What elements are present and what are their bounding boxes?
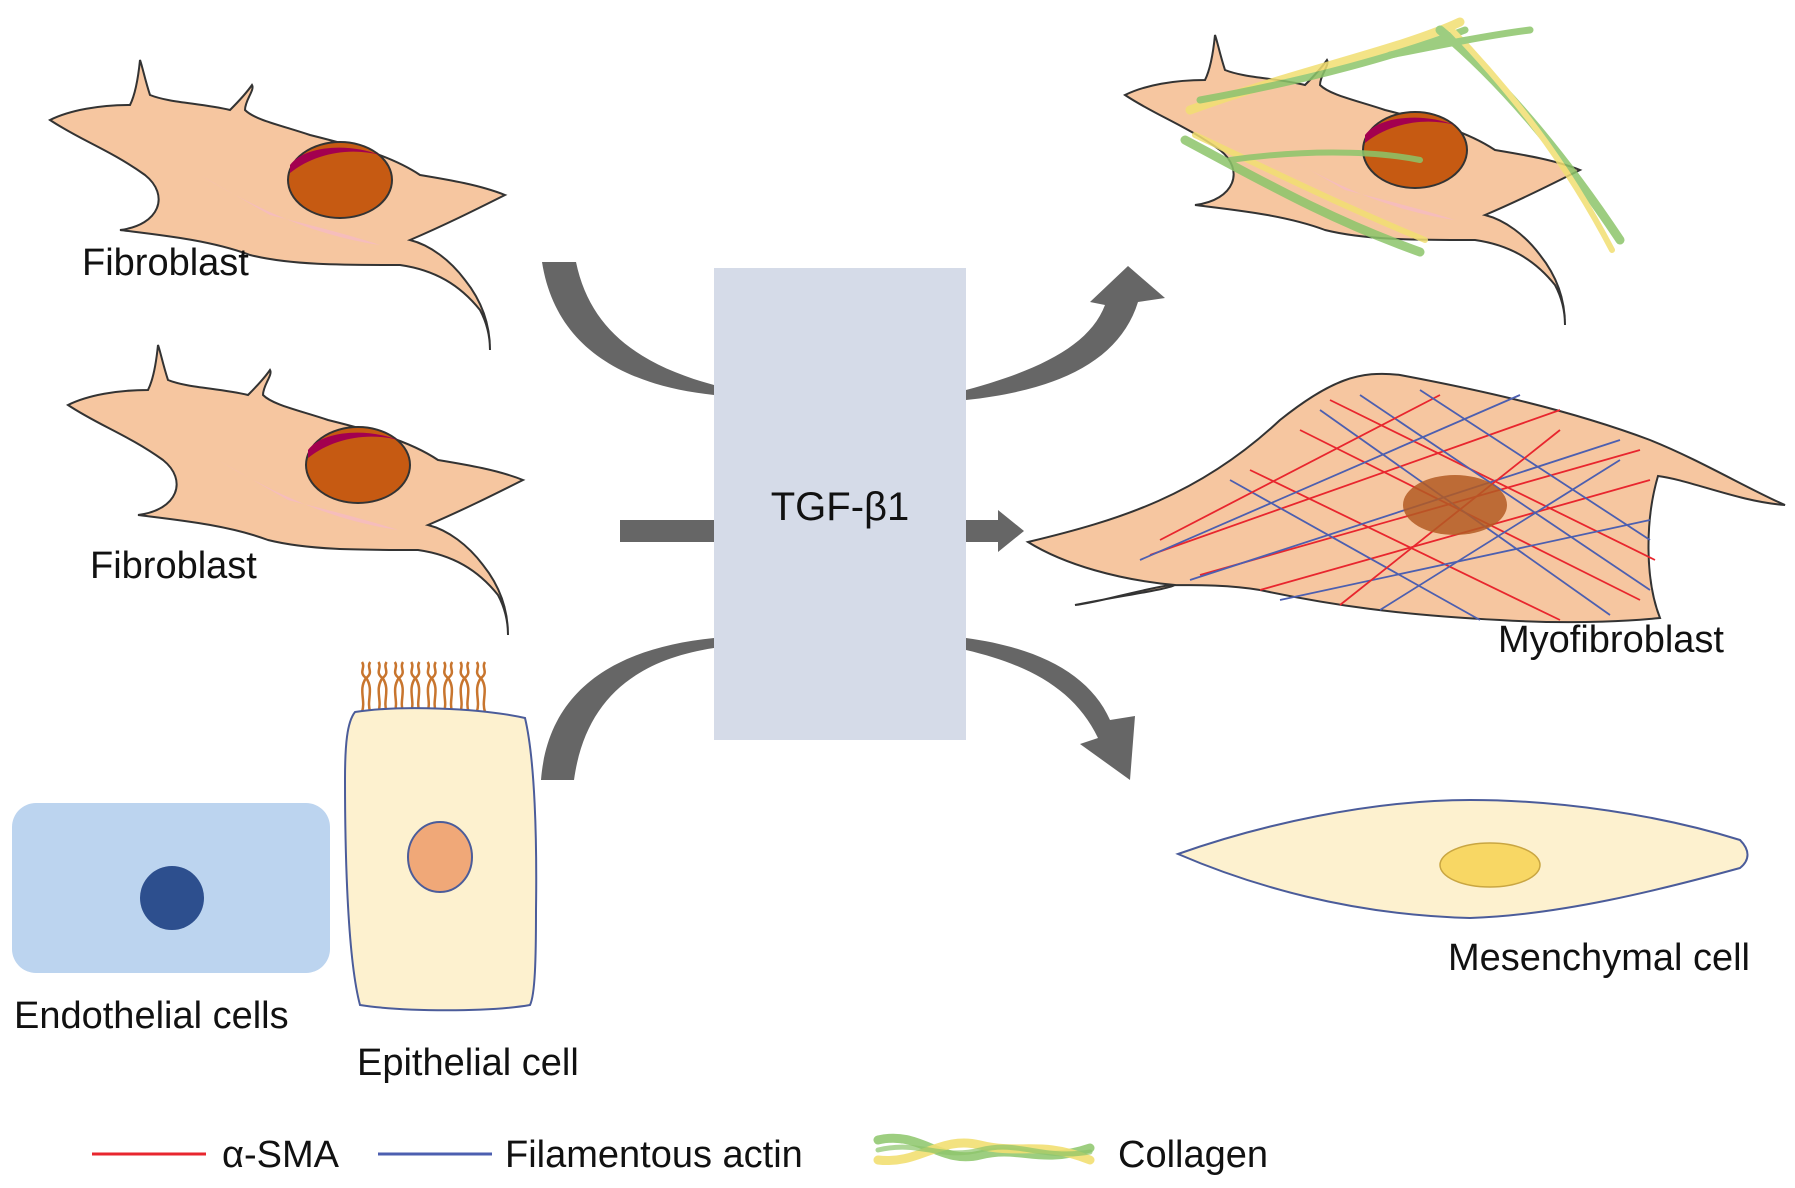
tgf-beta1-box [714, 268, 966, 740]
epithelial-label: Epithelial cell [357, 1042, 579, 1084]
arrow-to-collagen-fibroblast [966, 266, 1165, 400]
cilium [397, 661, 405, 713]
fibroblast-mid [67, 344, 524, 636]
arrow-to-mesenchymal [966, 638, 1135, 780]
collagen-fibers [1180, 17, 1625, 257]
epithelial-nucleus [407, 821, 473, 893]
f-actin-filament [1359, 394, 1651, 591]
f-actin-filament [1139, 394, 1521, 561]
cilium [459, 661, 467, 713]
myofibroblast-nucleus [1403, 475, 1507, 535]
cilium [360, 661, 368, 713]
cilium [364, 661, 372, 713]
myofibroblast-label: Myofibroblast [1498, 619, 1724, 661]
collagen-fibroblast-nucleus [1362, 111, 1468, 189]
cilium [462, 661, 470, 713]
legend-collagen-swatch [873, 1133, 1095, 1166]
cilium [380, 661, 388, 713]
f-actin-filament [1379, 459, 1621, 611]
cilium [377, 661, 385, 713]
cilium [426, 661, 434, 713]
arrow-fibroblast-top-in [542, 262, 714, 395]
cilium [409, 661, 417, 713]
fibroblast-top-label: Fibroblast [82, 242, 249, 284]
arrow-fibroblast-mid-in [620, 520, 714, 542]
cilium [442, 661, 450, 713]
legend-alpha-sma-label: α-SMA [222, 1134, 340, 1176]
legend-f-actin-label: Filamentous actin [505, 1134, 803, 1176]
legend: α-SMA Filamentous actin Collagen [92, 1133, 1268, 1176]
fibroblast-top [49, 59, 506, 351]
cilium [479, 661, 487, 713]
alpha-sma-filament [1159, 394, 1441, 541]
f-actin-filament [1229, 479, 1481, 621]
legend-collagen-label: Collagen [1118, 1134, 1268, 1176]
arrow-epithelial-in [541, 638, 714, 780]
endothelial-nucleus [140, 866, 204, 930]
tgf-beta1-label: TGF-β1 [771, 485, 910, 529]
fibroblast-top-nucleus [287, 141, 393, 219]
cilium [430, 661, 438, 713]
alpha-sma-filament [1249, 469, 1561, 621]
cilium [475, 661, 483, 713]
f-actin-filament [1279, 519, 1651, 601]
mesenchymal-label: Mesenchymal cell [1448, 937, 1750, 979]
fibroblast-mid-label: Fibroblast [90, 545, 257, 587]
cilium [393, 661, 401, 713]
fibroblast-top-nucleolus-cap [290, 147, 380, 173]
alpha-sma-filament [1149, 409, 1561, 556]
cilium [413, 661, 421, 713]
f-actin-filament [1419, 389, 1651, 541]
fibroblast-mid-nucleus [305, 426, 411, 504]
epithelial-cilia [360, 661, 487, 713]
arrow-to-myofibroblast [966, 510, 1024, 552]
endothelial-label: Endothelial cells [14, 995, 289, 1037]
mesenchymal-nucleus [1439, 842, 1541, 888]
collagen-fibroblast-nucleolus-cap [1365, 117, 1455, 143]
fibroblast-mid-nucleolus-cap [308, 432, 398, 458]
alpha-sma-filament [1329, 399, 1656, 561]
cilium [446, 661, 454, 713]
collagen-fibroblast [1124, 34, 1581, 326]
